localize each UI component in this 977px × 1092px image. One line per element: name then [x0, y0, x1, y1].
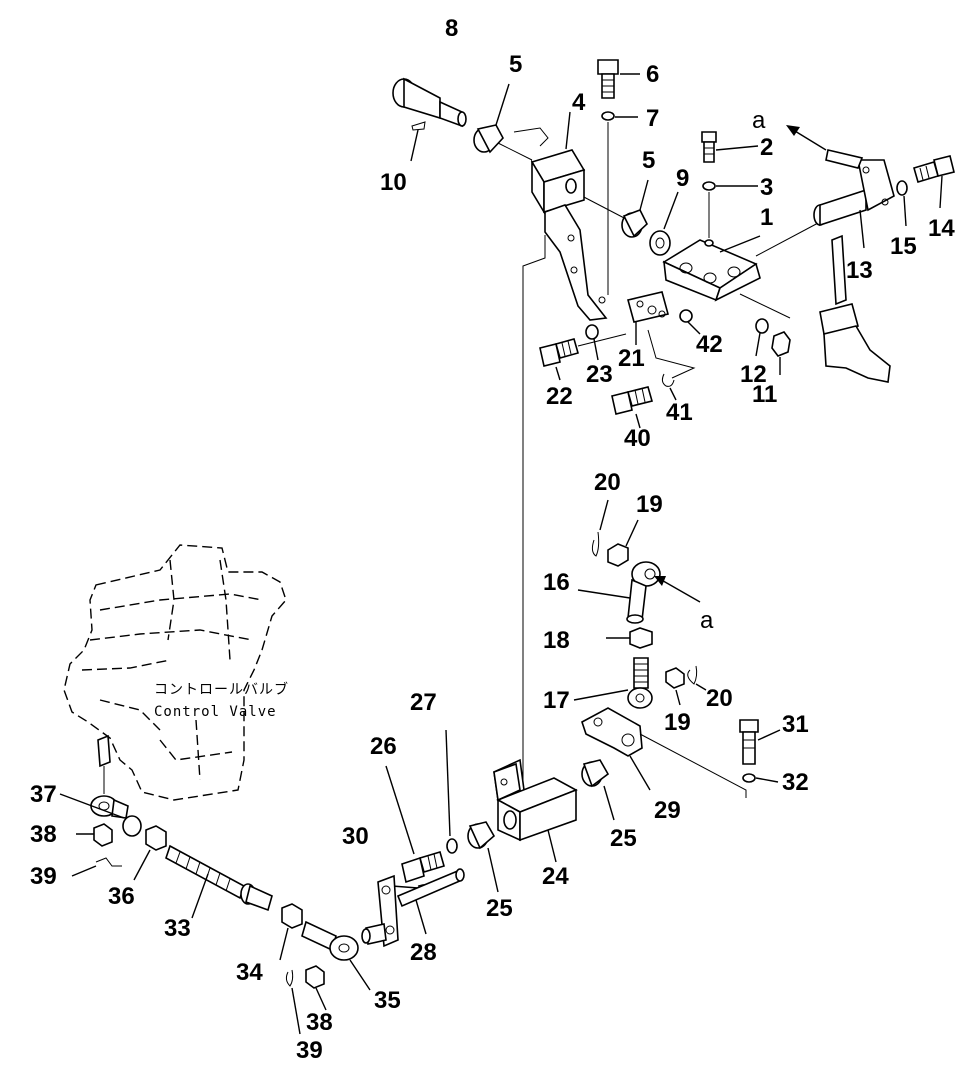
part-label-41: 41 [666, 399, 693, 426]
part-label-34: 34 [236, 959, 263, 986]
part-label-3: 3 [760, 174, 773, 201]
part-label-12: 12 [740, 361, 767, 388]
part-label-20b: 20 [706, 685, 733, 712]
part-label-25a: 25 [610, 825, 637, 852]
part-label-19a: 19 [636, 491, 663, 518]
part-label-7: 7 [646, 105, 659, 132]
reference-letter-a-top: a [752, 107, 766, 134]
part-label-21: 21 [618, 345, 645, 372]
part-label-23: 23 [586, 361, 613, 388]
middle-rod-drawing [573, 499, 781, 798]
part-label-38b: 38 [306, 1009, 333, 1036]
part-label-2: 2 [760, 134, 773, 161]
part-label-42: 42 [696, 331, 723, 358]
part-label-37: 37 [30, 781, 57, 808]
part-label-38a: 38 [30, 821, 57, 848]
part-label-5a: 5 [509, 51, 522, 78]
part-label-30: 30 [342, 823, 369, 850]
control-valve-label-jp: コントロールバルブ [154, 681, 289, 698]
part-label-31: 31 [782, 711, 809, 738]
part-label-39a: 39 [30, 863, 57, 890]
part-label-27: 27 [410, 689, 437, 716]
part-label-14: 14 [928, 215, 955, 242]
part-label-6: 6 [646, 61, 659, 88]
part-label-11: 11 [752, 381, 777, 408]
part-label-22: 22 [546, 383, 573, 410]
part-label-19b: 19 [664, 709, 691, 736]
part-label-17: 17 [543, 687, 570, 714]
part-label-28: 28 [410, 939, 437, 966]
part-label-16: 16 [543, 569, 570, 596]
part-label-8: 8 [445, 15, 458, 42]
part-label-33: 33 [164, 915, 191, 942]
upper-linkage-drawing [392, 59, 955, 795]
part-label-26: 26 [370, 733, 397, 760]
part-label-20a: 20 [594, 469, 621, 496]
part-label-9: 9 [676, 165, 689, 192]
part-label-40: 40 [624, 425, 651, 452]
part-label-29: 29 [654, 797, 681, 824]
part-label-5b: 5 [642, 147, 655, 174]
control-valve-label-en: Control Valve [154, 704, 277, 720]
part-label-4: 4 [572, 89, 586, 116]
part-label-13: 13 [846, 257, 873, 284]
part-label-15: 15 [890, 233, 917, 260]
part-label-39b: 39 [296, 1037, 323, 1064]
lower-block-drawing [361, 729, 615, 948]
part-labels: 1 2 3 4 5 5 6 7 8 9 10 11 12 13 14 15 16… [30, 15, 955, 1064]
control-valve-drawing: コントロールバルブ Control Valve [59, 544, 371, 1035]
reference-letter-a-middle: a [700, 607, 714, 634]
part-label-32: 32 [782, 769, 809, 796]
part-label-24: 24 [542, 863, 569, 890]
part-label-35: 35 [374, 987, 401, 1014]
part-label-25b: 25 [486, 895, 513, 922]
part-label-18: 18 [543, 627, 570, 654]
part-label-1: 1 [760, 204, 773, 231]
part-label-10: 10 [380, 169, 407, 196]
part-label-36: 36 [108, 883, 135, 910]
